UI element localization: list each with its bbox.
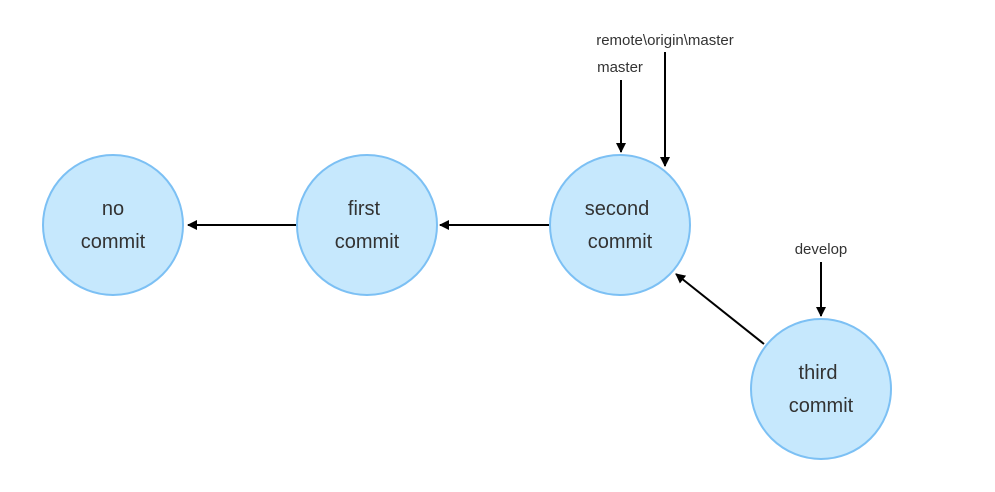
commit-label-line1: third xyxy=(799,362,838,384)
commit-label-line2: commit xyxy=(789,395,854,417)
ref-label-develop: develop xyxy=(795,241,848,258)
ref-label-master: master xyxy=(597,59,643,76)
commit-node-second-commit: second commit xyxy=(549,154,691,296)
edge-third-to-second xyxy=(675,273,765,345)
ref-label-remote-master: remote\origin\master xyxy=(596,32,734,49)
commit-node-third-commit: third commit xyxy=(750,318,892,460)
commit-label-line1: first xyxy=(348,198,381,220)
commit-circle xyxy=(42,154,184,296)
commit-node-no-commit: no commit xyxy=(42,154,184,296)
commit-label-line1: second xyxy=(585,198,650,220)
commit-circle xyxy=(549,154,691,296)
commit-label-line2: commit xyxy=(81,231,146,253)
commit-label-line1: no xyxy=(102,198,124,220)
commit-label-line2: commit xyxy=(588,231,653,253)
commit-circle xyxy=(296,154,438,296)
commit-node-first-commit: first commit xyxy=(296,154,438,296)
commit-circle xyxy=(750,318,892,460)
commit-label-line2: commit xyxy=(335,231,400,253)
